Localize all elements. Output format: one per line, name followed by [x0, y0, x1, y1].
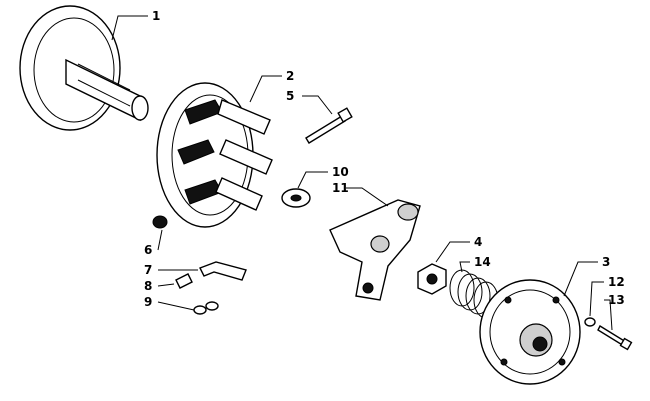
callout-11: 11: [332, 181, 349, 195]
part-10-washer: [281, 188, 311, 208]
part-9-washers: [193, 301, 219, 315]
part-5-bolt: [305, 107, 353, 144]
callout-6: 6: [144, 243, 152, 257]
callout-3: 3: [602, 255, 610, 269]
callout-8: 8: [144, 279, 152, 293]
callout-12: 12: [608, 275, 625, 289]
part-1-sheave: [19, 5, 149, 131]
callout-5: 5: [286, 89, 294, 103]
callout-2: 2: [286, 69, 294, 83]
callout-14: 14: [474, 255, 491, 269]
callout-1: 1: [152, 9, 160, 23]
part-2-spider: [156, 82, 273, 228]
callout-4: 4: [474, 235, 482, 249]
callout-7: 7: [144, 263, 152, 277]
callout-9: 9: [144, 295, 152, 309]
part-8-pin: [175, 273, 193, 289]
part-7-clip: [199, 261, 247, 281]
part-12-washer: [584, 317, 596, 327]
part-3-cover: [479, 279, 581, 385]
leader-lines: [111, 15, 613, 331]
callout-13: 13: [608, 293, 625, 307]
callouts: 1 2 5 10 11 4 14 3 12 13 6 7 8 9: [144, 9, 625, 309]
part-4-nut: [417, 263, 447, 295]
part-6-nut: [152, 215, 168, 229]
callout-10: 10: [332, 165, 349, 179]
part-13-screw: [597, 325, 633, 351]
part-11-arm: [329, 199, 421, 301]
